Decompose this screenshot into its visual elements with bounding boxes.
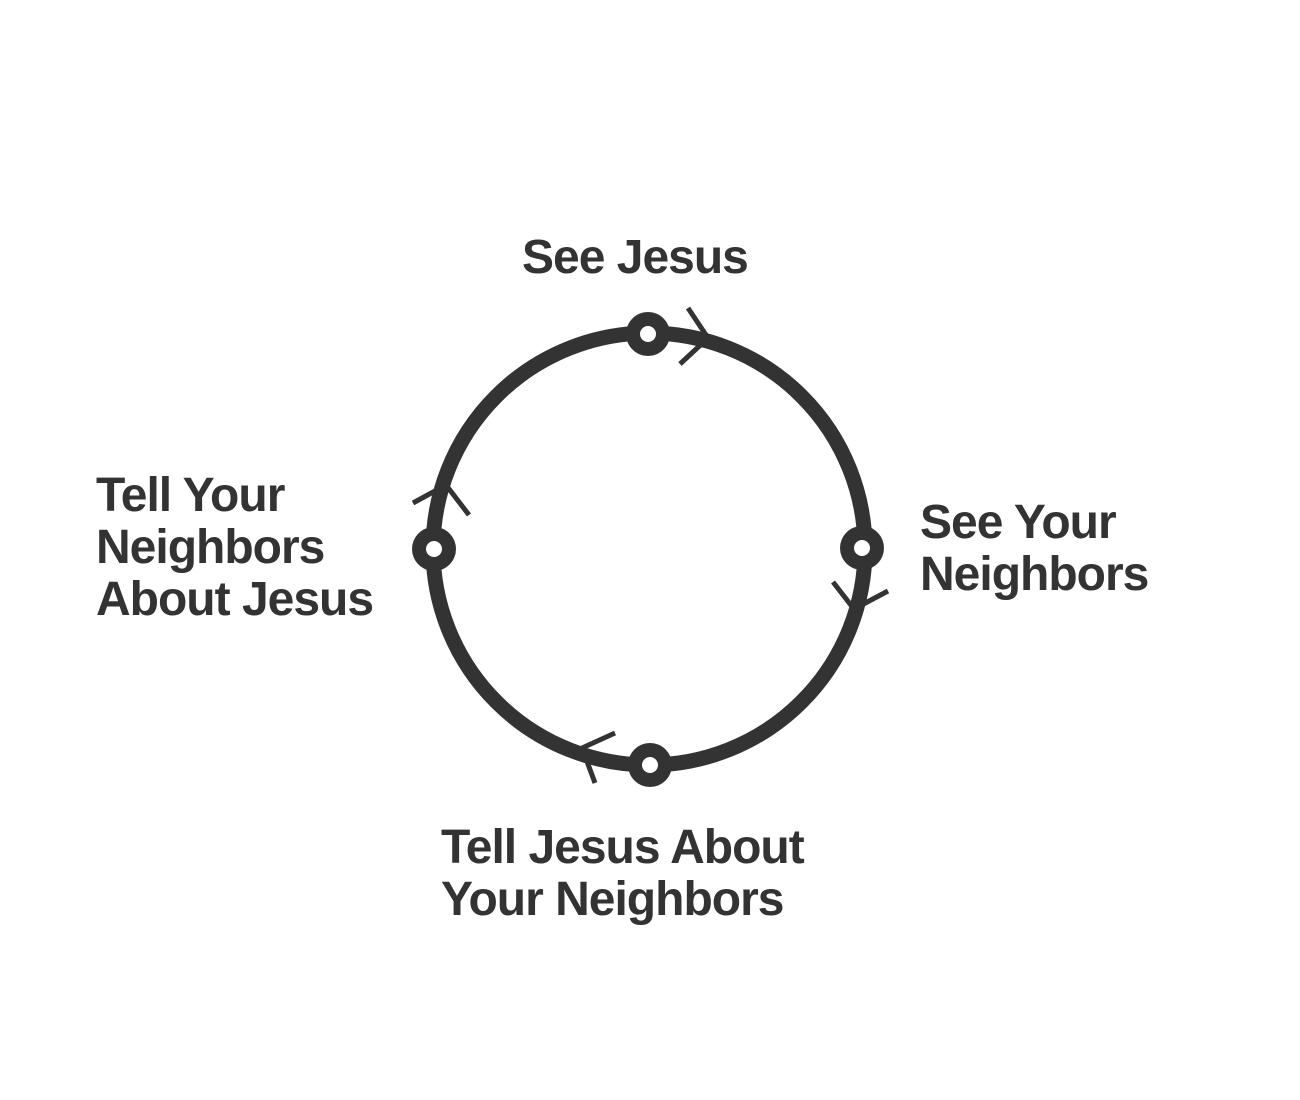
step-label-see-your-neighbors: See Your Neighbors	[920, 496, 1149, 601]
cycle-ring	[425, 325, 873, 773]
step-label-line: See Your	[920, 496, 1117, 549]
step-label-line: Neighbors	[920, 548, 1149, 601]
step-label-line: About Jesus	[96, 573, 374, 626]
node-right	[840, 526, 884, 570]
arrow-bottom-left	[578, 730, 617, 784]
arrow-left-top	[411, 481, 471, 517]
node-top	[626, 312, 670, 356]
step-label-tell-neighbors-about-jesus: Tell Your Neighbors About Jesus	[96, 469, 374, 626]
step-label-line: Tell Your	[96, 469, 285, 522]
step-label-tell-jesus-about-neighbors: Tell Jesus About Your Neighbors	[441, 821, 805, 926]
node-left	[412, 527, 456, 571]
step-label-line: Your Neighbors	[441, 873, 784, 926]
step-label-line: Tell Jesus About	[441, 821, 805, 874]
arrow-right-bottom	[831, 580, 890, 613]
node-bottom	[628, 743, 672, 787]
step-label-see-jesus: See Jesus	[522, 231, 749, 284]
step-label-line: Neighbors	[96, 521, 325, 574]
arrow-top-right	[678, 306, 712, 366]
step-label-line: See Jesus	[522, 231, 749, 284]
